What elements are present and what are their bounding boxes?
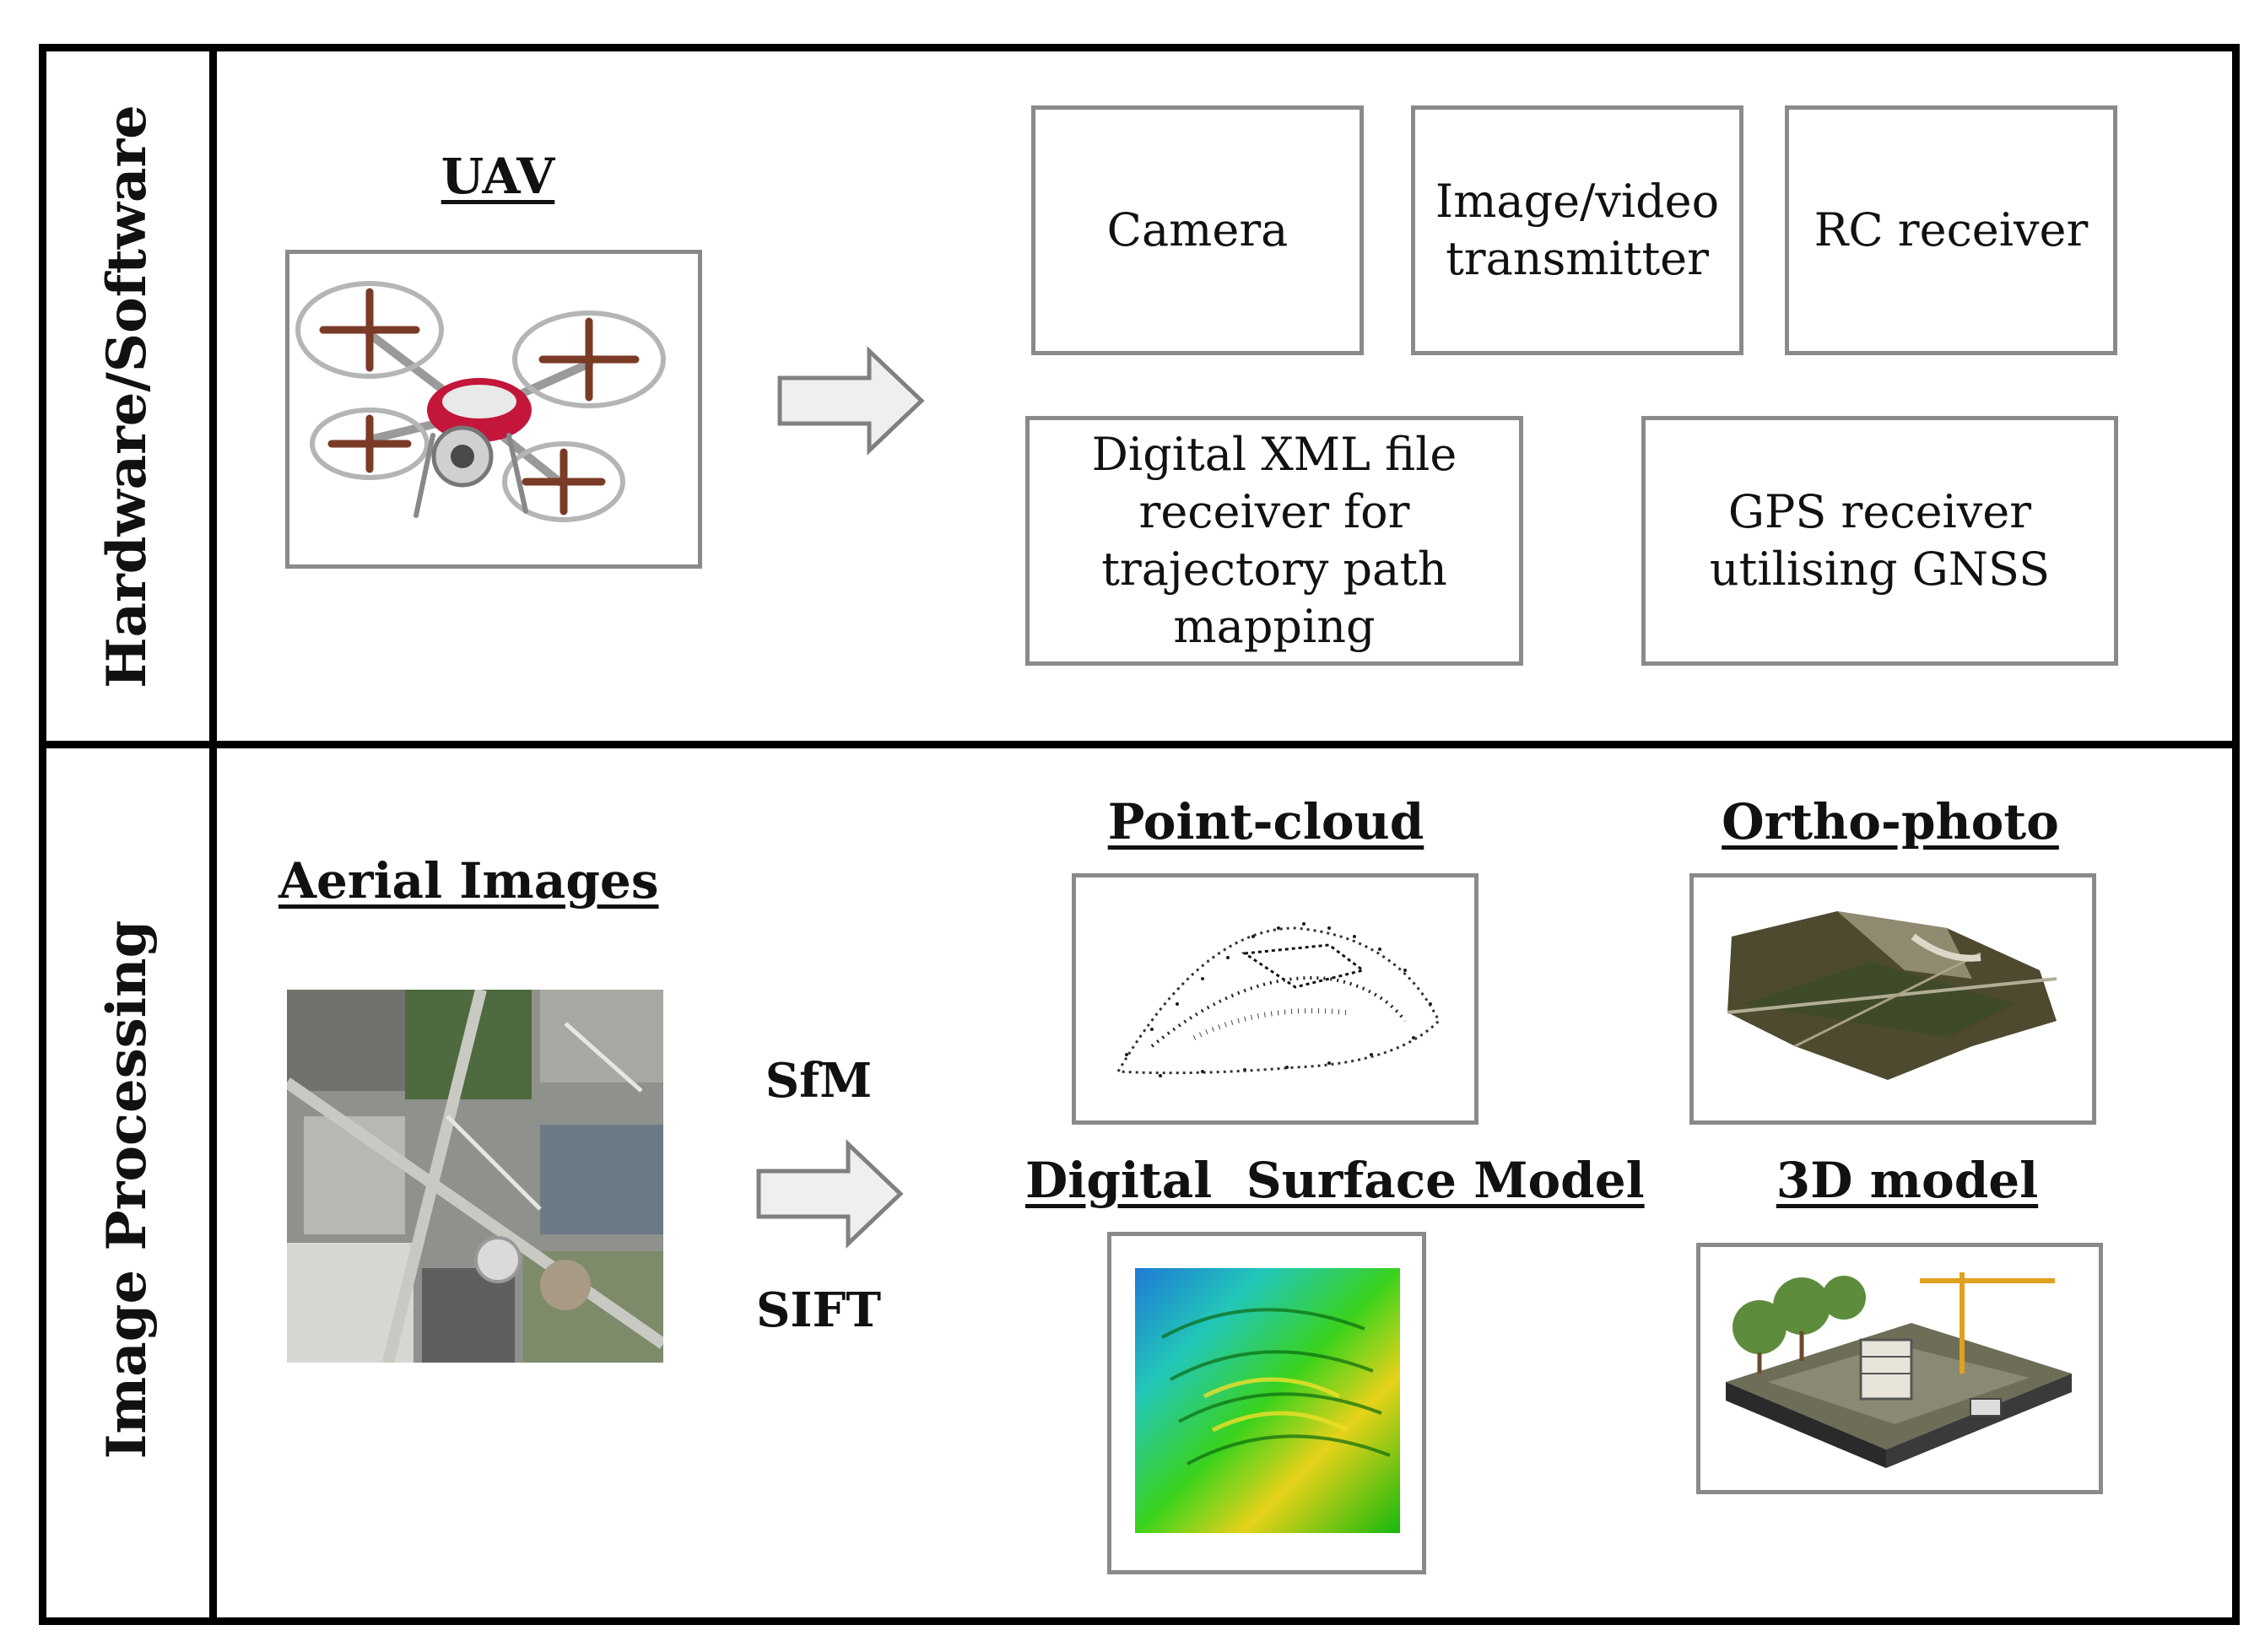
component-label: Camera [1106,203,1289,256]
dsm-image [1107,1232,1426,1574]
component-image-video-transmitter: Image/video transmitter [1411,105,1743,355]
point-cloud-icon [1116,922,1441,1077]
component-xml-receiver: Digital XML file receiver for trajectory… [1025,416,1523,666]
hardware-arrow [777,346,925,456]
aerial-image [287,990,663,1363]
ortho-photo-image [1689,873,2096,1125]
component-camera: Camera [1031,105,1364,355]
drone-icon [295,281,666,522]
model-3d-image [1696,1243,2103,1494]
model-3d-icon [1726,1272,2072,1468]
aerial-map-icon [287,990,663,1363]
section-label-image-processing: Image Processing [95,920,159,1460]
component-label: Image/video transmitter [1435,175,1720,285]
section-divider [39,741,2240,748]
component-gps-receiver: GPS receiver utilising GNSS [1641,416,2118,666]
method-sift: SIFT [755,1282,882,1338]
component-label: GPS receiver utilising GNSS [1709,485,2051,596]
method-sfm: SfM [765,1053,873,1109]
component-label: RC receiver [1814,203,2089,256]
uav-image [285,250,702,569]
component-label: Digital XML file receiver for trajectory… [1091,428,1457,653]
point-cloud-title: Point-cloud [1107,793,1424,850]
dsm-heatmap-icon [1135,1268,1400,1533]
diagram-frame [39,44,2240,1625]
aerial-images-title: Aerial Images [278,852,659,910]
ortho-photo-title: Ortho-photo [1722,793,2059,850]
label-column-divider [209,44,217,1625]
point-cloud-image [1072,873,1478,1125]
component-rc-receiver: RC receiver [1785,105,2117,355]
ortho-photo-icon [1727,911,2057,1080]
dsm-title: Digital Surface Model [1025,1152,1645,1209]
section-label-hardware-software: Hardware/Software [95,105,159,688]
processing-arrow [756,1139,904,1249]
model-3d-title: 3D model [1776,1152,2039,1209]
uav-title: UAV [441,148,555,205]
